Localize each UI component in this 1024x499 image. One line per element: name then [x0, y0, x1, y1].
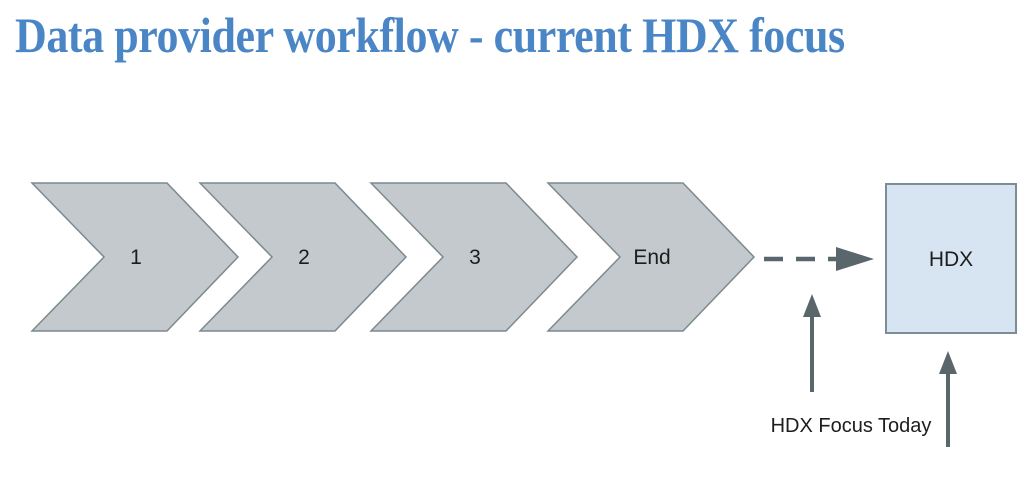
focus-up-arrow-right-arrowhead-icon: [939, 351, 957, 374]
focus-up-arrow-right: [939, 351, 957, 447]
chevron-step-3-label: 3: [469, 246, 481, 269]
dashed-connector-arrow: [764, 247, 874, 271]
chevron-step-3: 3: [369, 182, 579, 332]
chevron-step-2-label: 2: [298, 246, 310, 269]
chevron-step-end: End: [546, 182, 756, 332]
chevron-step-end-label: End: [633, 246, 670, 269]
focus-up-arrow-left: [803, 294, 821, 392]
dashed-connector-arrowhead-icon: [836, 247, 874, 271]
chevron-step-1-shape: [30, 182, 240, 332]
focus-annotation-label: HDX Focus Today: [771, 415, 932, 437]
slide-title: Data provider workflow - current HDX foc…: [15, 7, 845, 63]
chevron-step-1-label: 1: [130, 246, 142, 269]
chevron-step-2: 2: [198, 182, 408, 332]
chevron-step-2-shape: [198, 182, 408, 332]
chevron-step-1: 1: [30, 182, 240, 332]
chevron-step-3-shape: [369, 182, 579, 332]
hdx-box: HDX: [885, 183, 1017, 334]
hdx-box-label: HDX: [929, 248, 973, 271]
chevron-step-end-shape: [546, 182, 756, 332]
focus-up-arrow-left-arrowhead-icon: [803, 294, 821, 317]
hdx-box-shape: [885, 183, 1017, 334]
